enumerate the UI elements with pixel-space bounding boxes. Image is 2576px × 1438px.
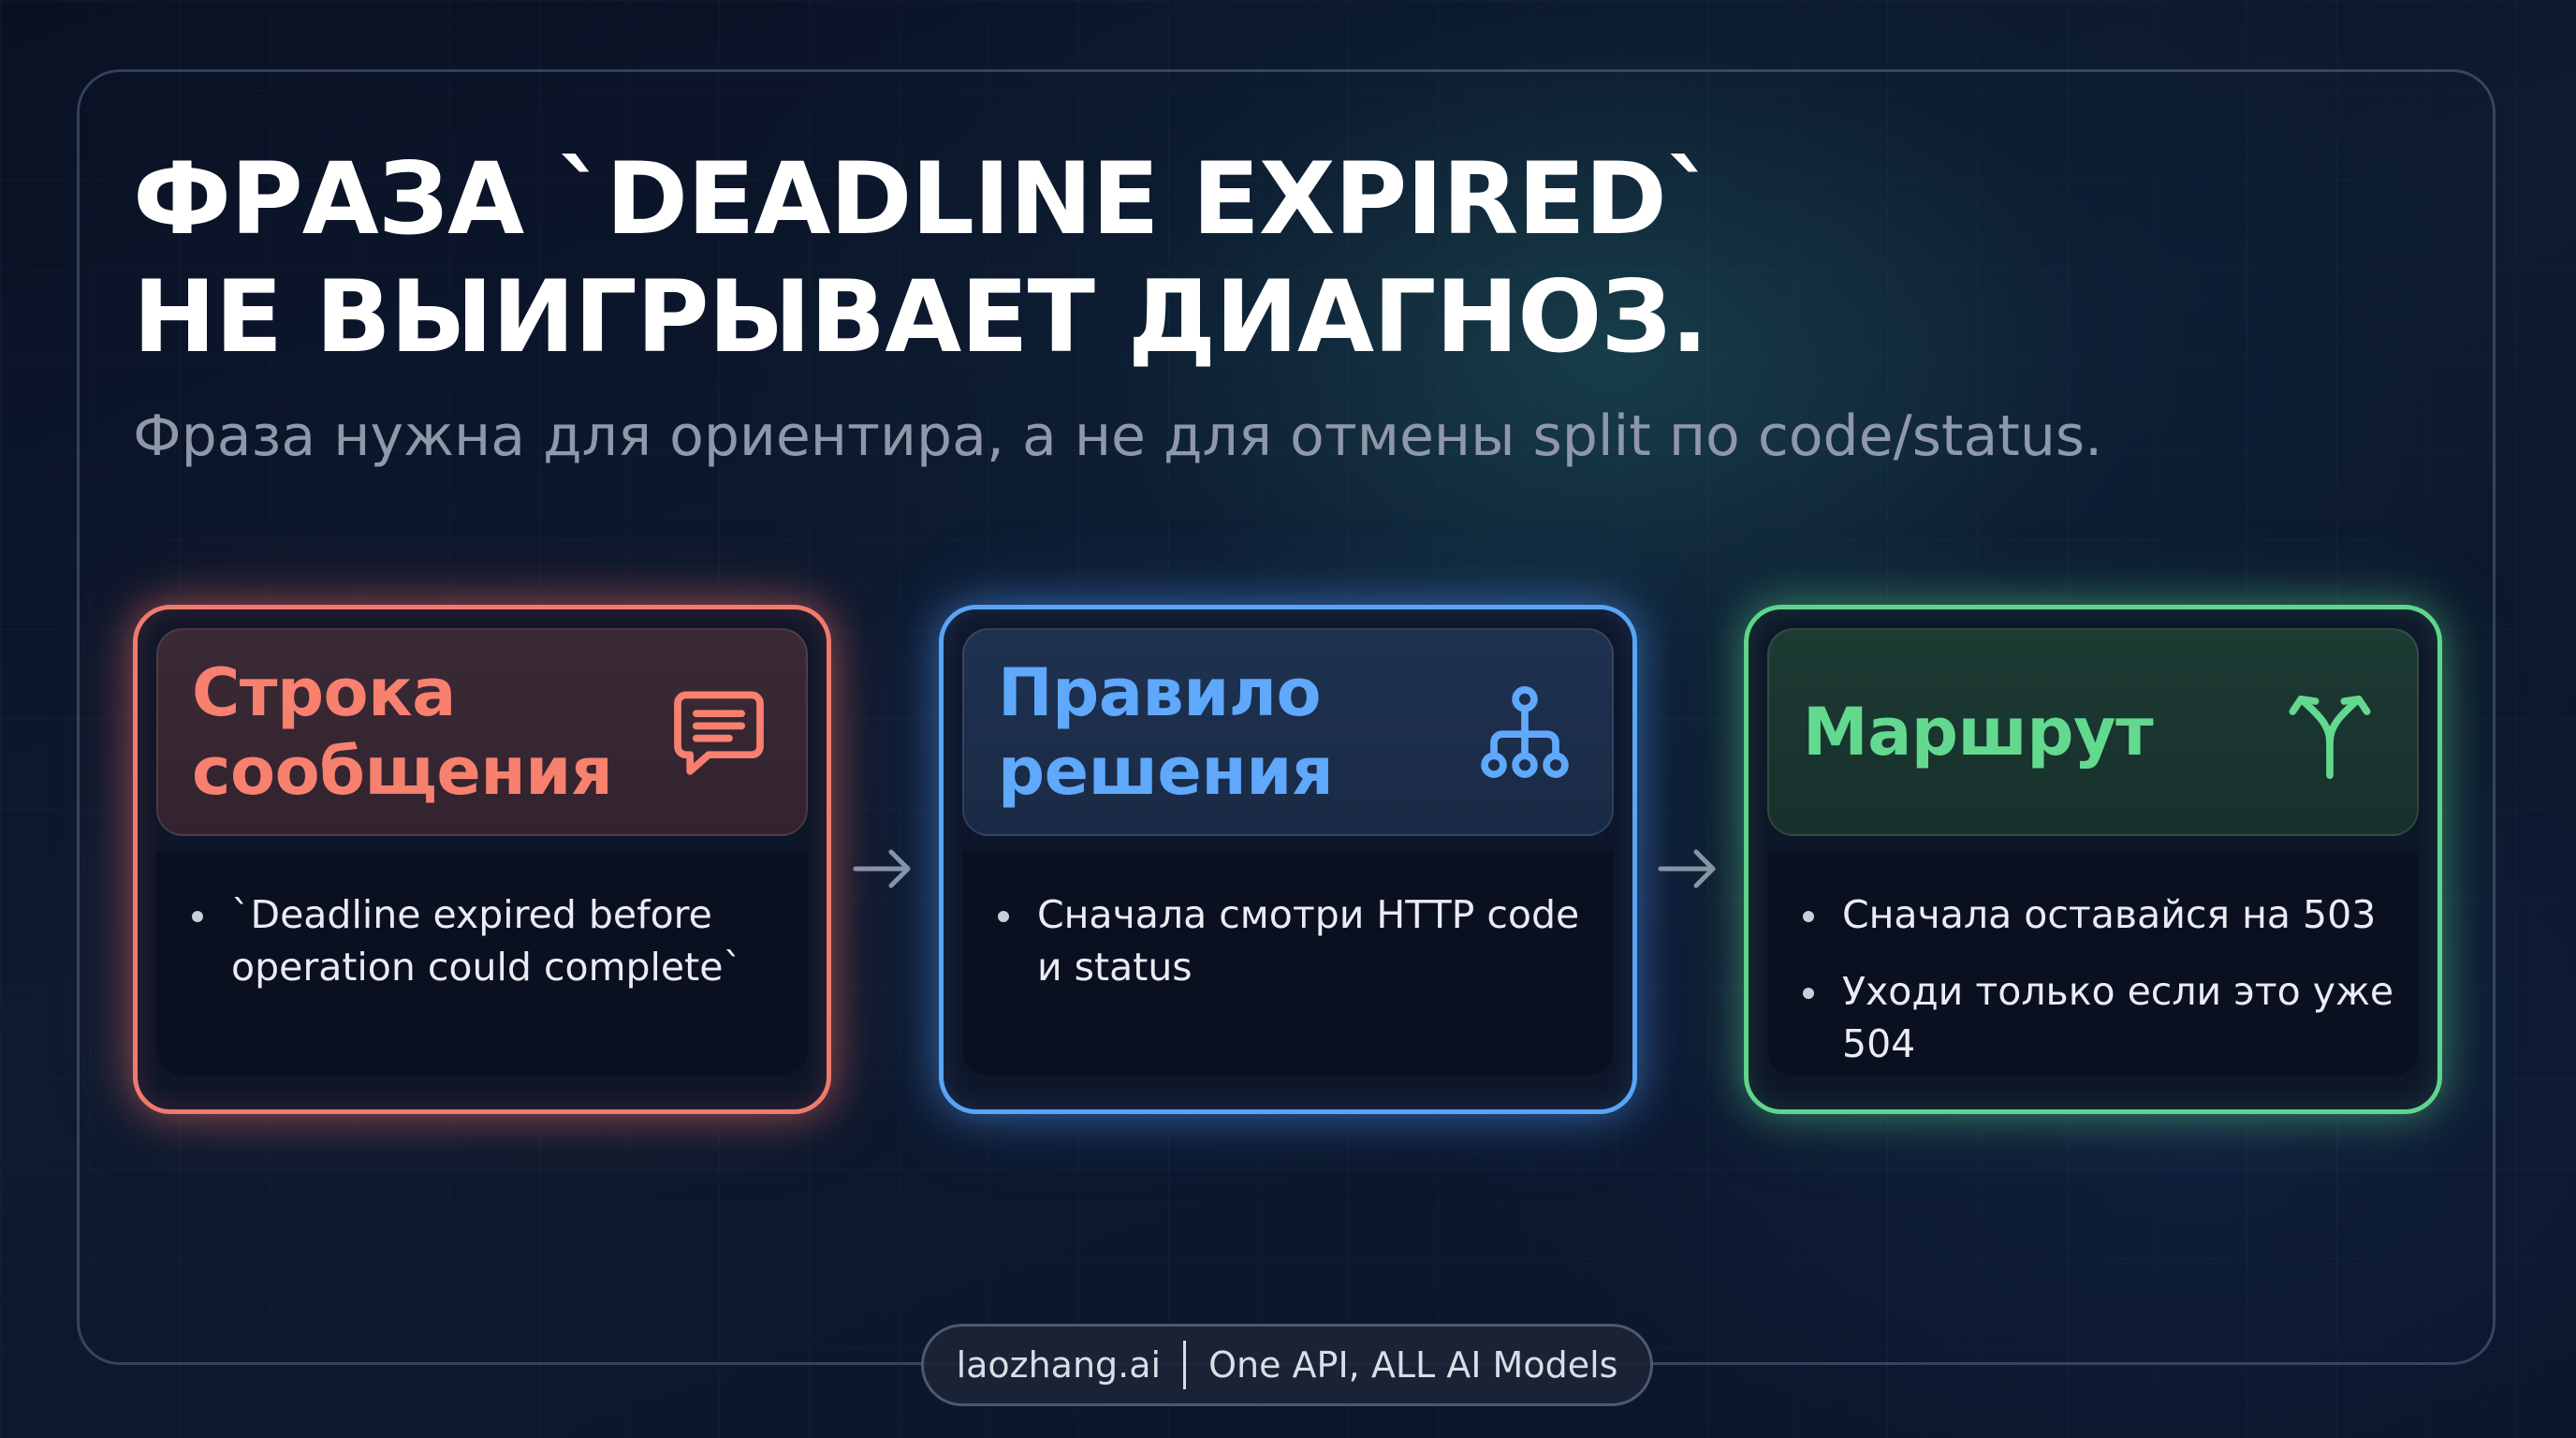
card-title: Правило решения bbox=[998, 654, 1334, 810]
card-body: Сначала оставайся на 503 Уходи только ес… bbox=[1767, 851, 2419, 1076]
footer-badge: laozhang.ai One API, ALL AI Models bbox=[921, 1324, 1653, 1406]
card-route: Маршрут Сначала оставайся на 503 Уходи т… bbox=[1744, 605, 2442, 1114]
page-title-line-1: ФРАЗА `DEADLINE EXPIRED` bbox=[133, 141, 1716, 257]
footer-divider bbox=[1183, 1341, 1187, 1389]
arrow-right-icon bbox=[853, 849, 911, 888]
message-icon bbox=[674, 691, 764, 775]
bullet-list: `Deadline expired before operation could… bbox=[156, 888, 868, 1018]
route-split-icon bbox=[2289, 695, 2371, 780]
card-decision-rule: Правило решения Сначала смотри HTTP code… bbox=[939, 605, 1637, 1114]
bullet-item: Сначала смотри HTTP code и status bbox=[962, 888, 1580, 993]
bullet-list: Сначала оставайся на 503 Уходи только ес… bbox=[1767, 888, 2479, 1094]
page-title-line-2: НЕ ВЫИГРЫВАЕТ ДИАГНОЗ. bbox=[133, 259, 1708, 374]
page-title: ФРАЗА `DEADLINE EXPIRED` НЕ ВЫИГРЫВАЕТ Д… bbox=[133, 140, 2192, 376]
decision-tree-icon bbox=[1481, 686, 1569, 778]
card-body: Сначала смотри HTTP code и status bbox=[962, 851, 1614, 1076]
card-title: Строка сообщения bbox=[192, 654, 613, 810]
card-body: `Deadline expired before operation could… bbox=[156, 851, 808, 1076]
bullet-item: `Deadline expired before operation could… bbox=[156, 888, 868, 993]
card-header: Маршрут bbox=[1767, 628, 2419, 836]
footer-tagline: One API, ALL AI Models bbox=[1208, 1344, 1618, 1386]
card-header: Правило решения bbox=[962, 628, 1614, 836]
arrow-right-icon bbox=[1658, 849, 1716, 888]
footer-brand: laozhang.ai bbox=[956, 1344, 1162, 1386]
bullet-item: Сначала оставайся на 503 bbox=[1767, 888, 2479, 941]
page-subtitle: Фраза нужна для ориентира, а не для отме… bbox=[133, 404, 2103, 469]
card-title: Маршрут bbox=[1803, 694, 2154, 770]
card-header: Строка сообщения bbox=[156, 628, 808, 836]
bullet-list: Сначала смотри HTTP code и status bbox=[962, 888, 1580, 1018]
card-message-string: Строка сообщения `Deadline expired befor… bbox=[133, 605, 831, 1114]
bullet-item: Уходи только если это уже 504 bbox=[1767, 965, 2479, 1070]
